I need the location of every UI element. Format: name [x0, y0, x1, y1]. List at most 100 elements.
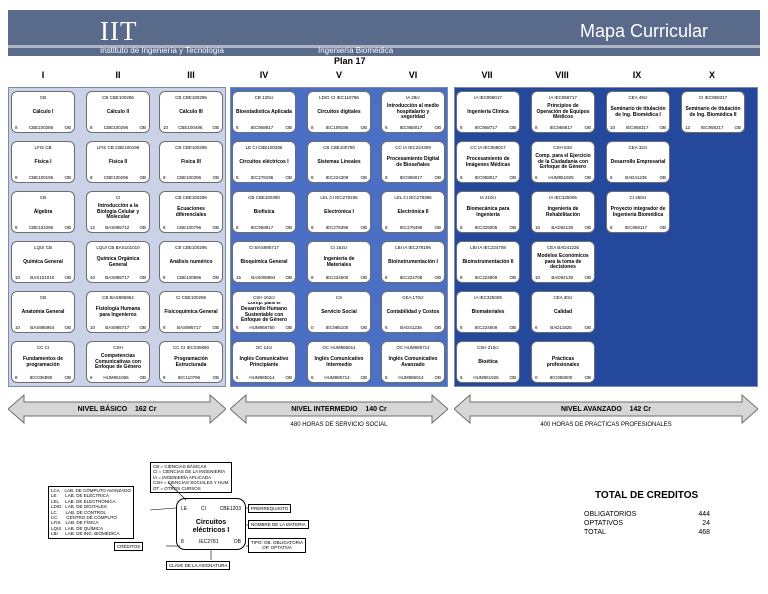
course-type: OB: [584, 174, 591, 180]
course-name: Análisis numérico: [169, 258, 213, 265]
sample-course-name: Circuitos eléctricos I: [192, 519, 230, 535]
sample-card-top: LE CI CBE1203: [181, 506, 241, 512]
course-key: CBE100796: [176, 224, 202, 230]
semester-header: VI: [408, 70, 418, 80]
course-type: OB: [659, 174, 666, 180]
course-key: BAD41236: [625, 174, 647, 180]
course-key: BAD11825: [550, 324, 572, 330]
course-name: Electrónica II: [397, 208, 429, 215]
advanced-level-arrow: [454, 394, 758, 424]
course-type: OB: [285, 224, 292, 230]
course-key: IEC036890: [29, 374, 53, 380]
course-key: IEC278196: [250, 174, 274, 180]
semester-header: III: [187, 70, 195, 80]
course-header: CI: [115, 195, 121, 200]
course-name: Inglés Comunicativo Avanzado: [388, 355, 438, 368]
course-header: CB CBE100296: [175, 145, 207, 150]
course-key: HUM958750: [249, 324, 275, 330]
course-type: OB: [139, 324, 146, 330]
course-credits: 10: [610, 124, 616, 130]
course-credits: 0: [535, 374, 538, 380]
social-service-hours: 480 HORAS DE SERVICIO SOCIAL: [290, 422, 388, 428]
course-type: OB: [212, 124, 219, 130]
course-credits: 10: [90, 324, 96, 330]
course-header: CEA 170cr: [402, 295, 424, 300]
sample-lab: LE: [181, 506, 188, 512]
course-name: Introducción a la Biología Celular y Mol…: [96, 202, 140, 221]
course-credits: 12: [90, 224, 96, 230]
area-legend: CB = CIENCIAS BÁSICAS CI = CIENCIAS DE L…: [150, 462, 233, 493]
course-name: Desarrollo Empresarial: [610, 158, 666, 165]
course-name: Biomecánica para Ingeniería: [466, 205, 510, 218]
course-header: IA 210cr: [479, 195, 497, 200]
course-credits: 10: [15, 274, 21, 280]
course-header: CSH 210cr: [476, 345, 499, 350]
sample-type: OB: [233, 539, 241, 545]
course-header: CEA 30cr: [553, 295, 573, 300]
course-header: LDIG CI IEC110796: [319, 95, 359, 100]
sample-area: CI: [200, 506, 206, 512]
course-type: OB: [212, 174, 219, 180]
course-credits: 8: [311, 274, 314, 280]
course-header: CI BAS985717: [249, 245, 279, 250]
course-key: IEC110796: [177, 374, 201, 380]
course-type: OB: [360, 224, 367, 230]
header-banner: IIT Instituto de Ingeniería y Tecnología…: [8, 10, 760, 56]
course-name: Electrónica I: [324, 208, 354, 215]
course-name: Ecuaciones diferenciales: [175, 205, 207, 218]
total-label: OPTATIVOS: [584, 520, 624, 527]
course-key: IEC958017: [474, 174, 498, 180]
total-row: TOTAL 468: [584, 529, 710, 536]
course-type: OB: [434, 224, 441, 230]
basic-level-arrow: [8, 394, 226, 424]
course-type: OB: [285, 174, 292, 180]
course-header: CSH 53cr: [553, 145, 573, 150]
course-name: Bioestadística Aplicada: [236, 108, 292, 115]
semester-header: X: [708, 70, 715, 80]
course-key: CBE100496: [178, 124, 203, 130]
course-key: IEC109196: [325, 124, 349, 130]
course-key: IEC958817: [250, 124, 274, 130]
course-header: CEA 49cr: [628, 95, 648, 100]
course-credits: 6: [385, 374, 388, 380]
course-credits: 0: [311, 324, 314, 330]
course-type: OB: [64, 174, 71, 180]
course-credits: 8: [311, 174, 314, 180]
sample-credits: 8: [181, 539, 184, 545]
course-key: IEC224609: [474, 324, 498, 330]
course-header: LEL CI IEC278396: [394, 195, 432, 200]
course-name: Física I: [34, 158, 52, 165]
course-name: Fisiología Humana para Ingenieros: [95, 305, 141, 318]
course-key: BAS985717: [105, 274, 130, 280]
course-name: Cálculo I: [32, 108, 54, 115]
course-card: CI Introducción a la Biología Celular y M…: [86, 191, 150, 233]
course-header: LBI IA IEC224708: [470, 245, 506, 250]
course-credits: 8: [535, 124, 538, 130]
course-key: IEC224500: [325, 274, 349, 280]
course-type: OB: [285, 324, 292, 330]
course-credits: 8: [610, 224, 613, 230]
